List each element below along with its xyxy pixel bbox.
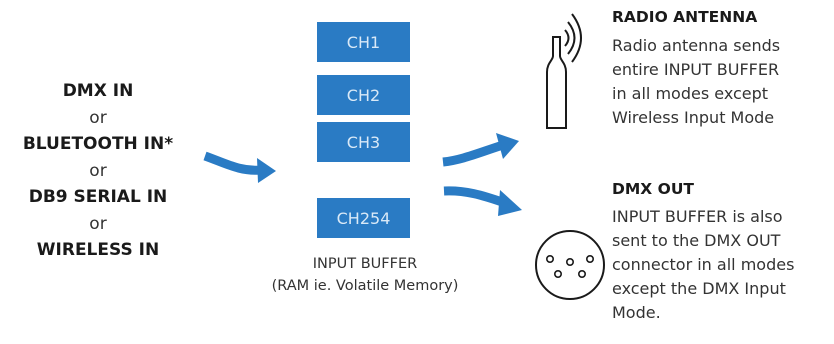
or-label: or <box>89 213 107 234</box>
antenna-text-line: Wireless Input Mode <box>612 108 775 127</box>
input-wireless-in: WIRELESS IN <box>36 240 160 260</box>
buffer-label-subtitle: (RAM ie. Volatile Memory) <box>271 278 459 294</box>
antenna-icon <box>546 36 567 129</box>
dmx-out-text-line: sent to the DMX OUT <box>612 231 781 250</box>
input-dmx-in: DMX IN <box>62 81 134 101</box>
dmx-out-text-line: connector in all modes <box>612 255 795 274</box>
or-label: or <box>89 160 107 181</box>
antenna-text-line: Radio antenna sends <box>612 36 781 55</box>
dmx-out-text-line: except the DMX Input <box>612 279 786 298</box>
channel-box-ch1: CH1 <box>317 22 410 62</box>
arrow-in-icon <box>203 151 276 183</box>
buffer-label-title: INPUT BUFFER <box>312 256 418 272</box>
input-db9-serial-in: DB9 SERIAL IN <box>28 187 168 207</box>
antenna-text-line: entire INPUT BUFFER <box>612 60 780 79</box>
radio-waves-icon <box>564 13 582 63</box>
or-label: or <box>89 107 107 128</box>
dmx-out-text-line: INPUT BUFFER is also <box>612 207 783 226</box>
channel-box-ch3: CH3 <box>317 122 410 162</box>
arrow-to-dmx-icon <box>443 186 522 216</box>
dmx-out-title: DMX OUT <box>612 180 694 198</box>
dmx-connector-icon <box>535 230 605 300</box>
input-bluetooth-in: BLUETOOTH IN* <box>22 134 174 154</box>
channel-box-ch254: CH254 <box>317 198 410 238</box>
input-sources: DMX IN or BLUETOOTH IN* or DB9 SERIAL IN… <box>0 78 196 264</box>
arrow-to-antenna-icon <box>442 133 519 167</box>
antenna-description: Radio antenna sends entire INPUT BUFFER … <box>612 34 780 130</box>
antenna-text-line: in all modes except <box>612 84 769 103</box>
dmx-out-description: INPUT BUFFER is also sent to the DMX OUT… <box>612 205 794 325</box>
channel-box-ch2: CH2 <box>317 75 410 115</box>
input-buffer-label: INPUT BUFFER (RAM ie. Volatile Memory) <box>230 253 500 297</box>
dmx-out-text-line: Mode. <box>612 303 661 322</box>
antenna-title: RADIO ANTENNA <box>612 8 758 26</box>
